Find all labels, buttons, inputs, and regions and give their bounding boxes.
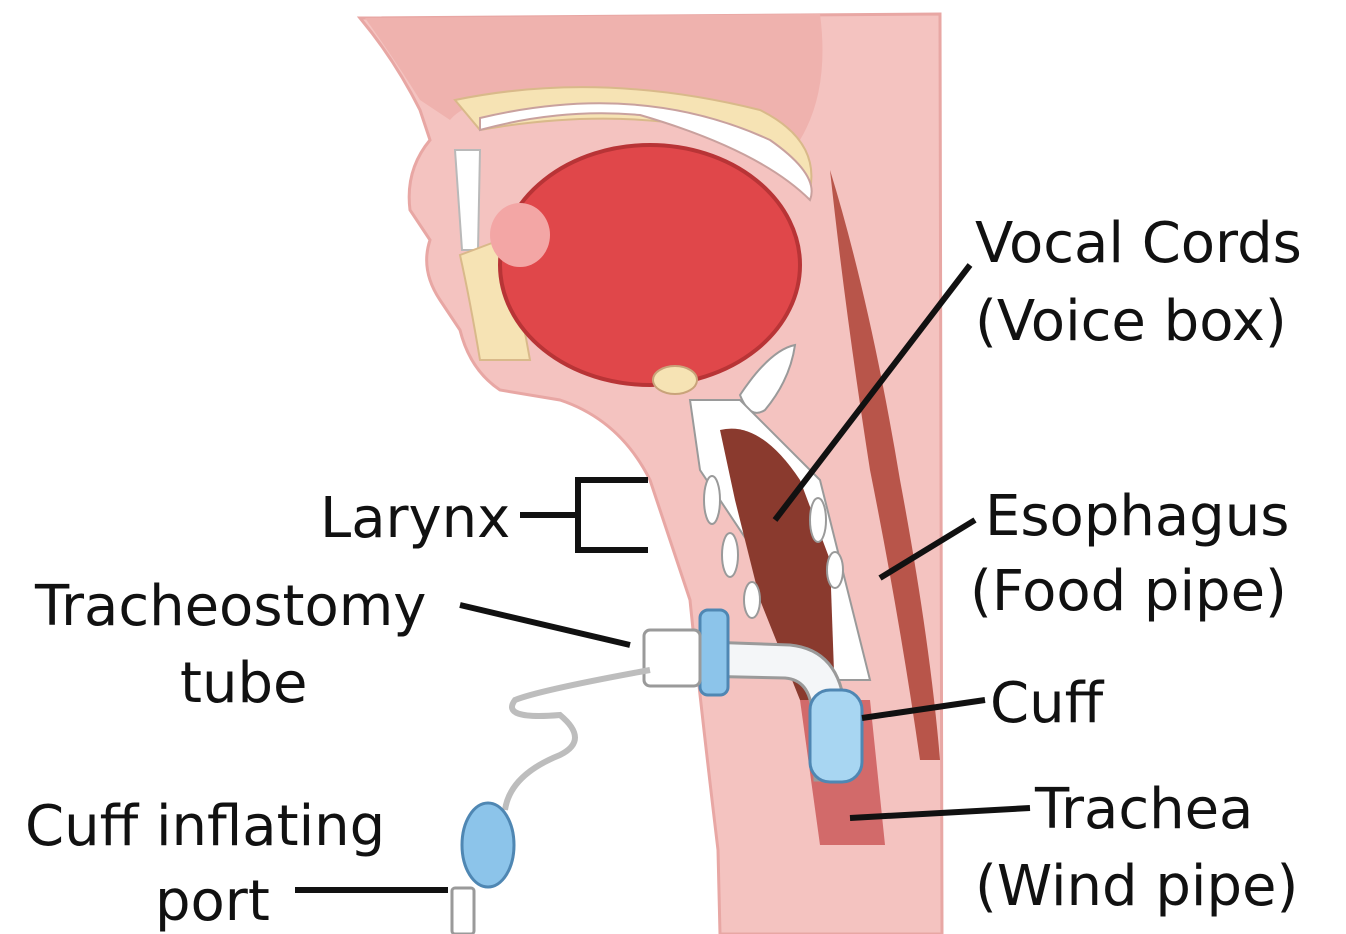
tube-label: tube bbox=[180, 651, 307, 716]
trachea-label: Trachea bbox=[1034, 777, 1253, 842]
tube-flange bbox=[700, 610, 728, 695]
esophagus-label: Esophagus bbox=[985, 484, 1289, 549]
vocal-cords-label: Vocal Cords bbox=[975, 211, 1302, 276]
tube-hub bbox=[644, 630, 700, 686]
pilot-line bbox=[505, 670, 650, 810]
pilot-balloon bbox=[462, 803, 514, 887]
voice-box-label: (Voice box) bbox=[975, 289, 1287, 354]
tracheostomy-label: Tracheostomy bbox=[34, 574, 426, 639]
wind-pipe-label: (Wind pipe) bbox=[975, 854, 1298, 919]
larynx-label: Larynx bbox=[320, 486, 510, 551]
tongue bbox=[500, 145, 800, 385]
port-connector bbox=[452, 888, 474, 934]
port-label: port bbox=[155, 869, 270, 934]
food-pipe-label: (Food pipe) bbox=[970, 559, 1287, 624]
tracheostomy-leader bbox=[460, 605, 630, 645]
cuff-balloon bbox=[810, 690, 862, 782]
cuff-label: Cuff bbox=[990, 671, 1105, 736]
head-neck-illustration bbox=[360, 14, 942, 934]
larynx-bracket bbox=[578, 480, 648, 550]
hyoid-bone bbox=[653, 366, 697, 394]
tongue-highlight bbox=[490, 203, 550, 267]
cuff-inflating-label: Cuff inflating bbox=[25, 794, 385, 859]
